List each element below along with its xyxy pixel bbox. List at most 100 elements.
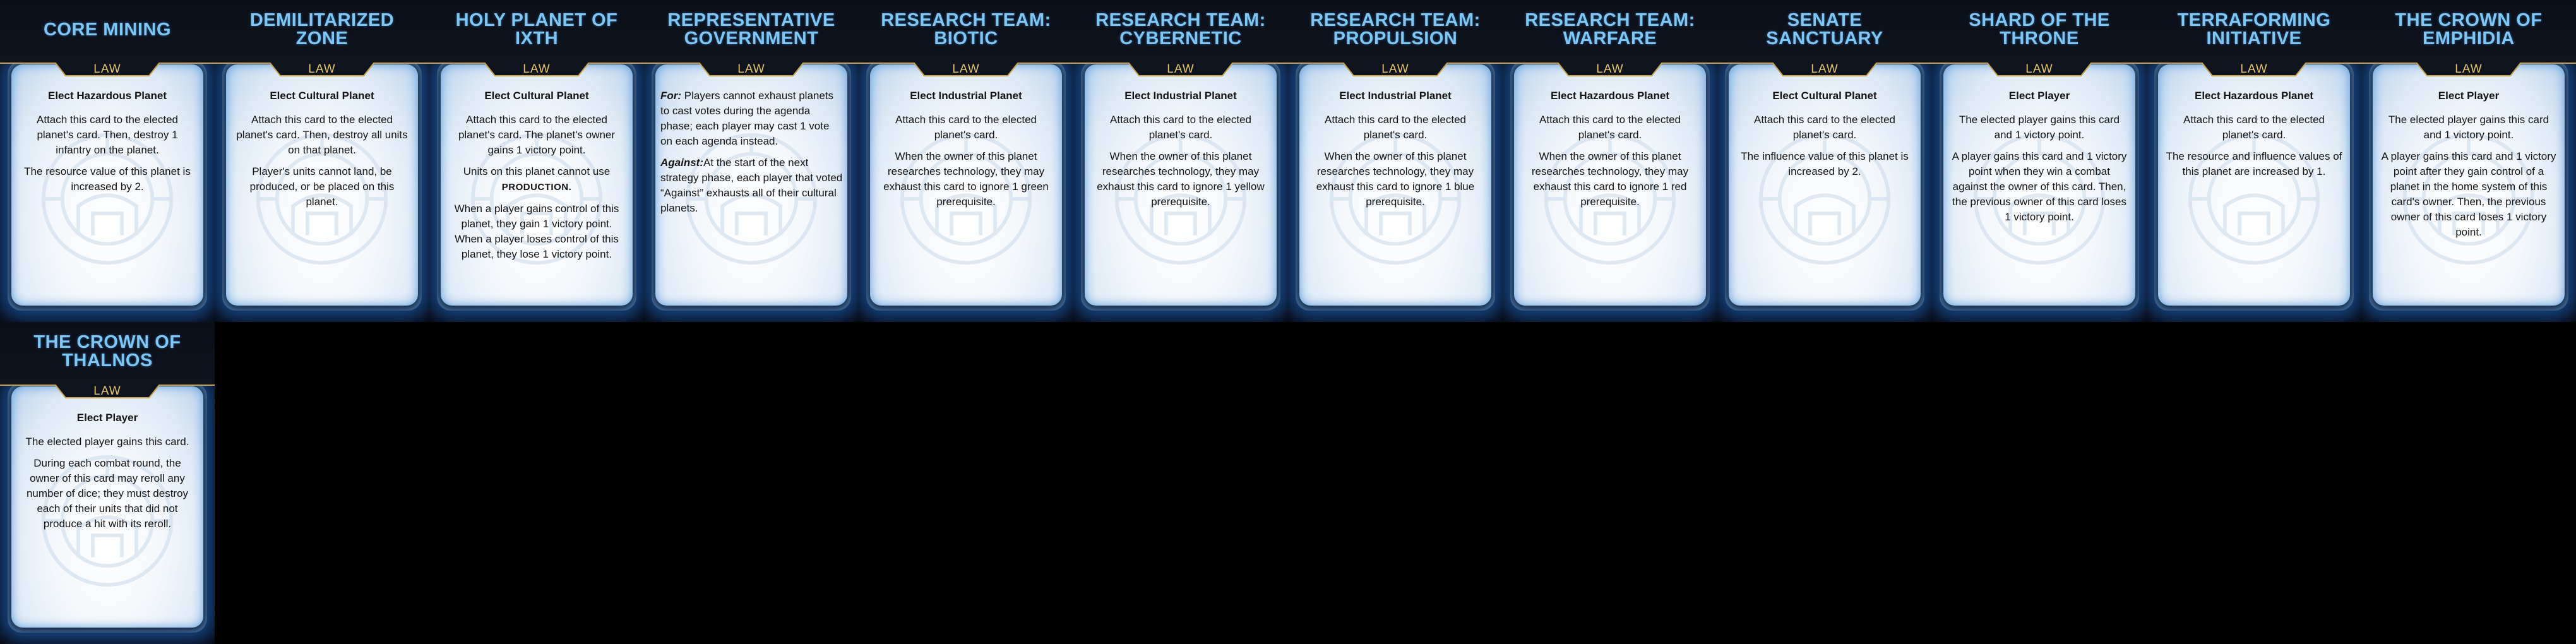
card-subtitle: Elect Hazardous Planet xyxy=(2194,90,2313,102)
card-paragraph-text: Attach this card to the elected planet's… xyxy=(1325,114,1466,141)
card-type-label: LAW xyxy=(1381,63,1409,76)
card-paragraph-text: When the owner of this planet researches… xyxy=(1316,150,1475,208)
law-banner xyxy=(215,59,429,78)
card-paragraph-text: Attach this card to the elected planet's… xyxy=(458,114,616,156)
card-paragraph: A player gains this card and 1 victory p… xyxy=(1951,149,2128,225)
law-banner xyxy=(1288,59,1503,78)
card-type-label: LAW xyxy=(93,385,121,398)
law-banner xyxy=(0,59,215,78)
card-paragraph-text: Attach this card to the elected planet's… xyxy=(2183,114,2325,141)
card-paragraph-text: When the owner of this planet researches… xyxy=(883,150,1049,208)
card-paragraph-text: Attach this card to the elected planet's… xyxy=(895,114,1037,141)
law-card: RESEARCH TEAM: WARFARE LAW Elect Hazardous… xyxy=(1503,0,1717,322)
law-banner xyxy=(644,59,859,78)
card-header: TERRAFORMING INITIATIVE xyxy=(2147,0,2361,59)
card-paragraph-text: Attach this card to the elected planet's… xyxy=(236,114,408,156)
card-paragraph-text: The resource and influence values of thi… xyxy=(2166,150,2342,177)
card-type-label: LAW xyxy=(2025,63,2053,76)
card-header: DEMILITARIZED ZONE xyxy=(215,0,429,59)
card-paragraph: The resource value of this planet is inc… xyxy=(19,164,196,194)
card-paragraph-text: The elected player gains this card and 1… xyxy=(2388,114,2549,141)
for-label: For: xyxy=(660,90,682,102)
card-paragraph-text: Attach this card to the elected planet's… xyxy=(1754,114,1895,141)
card-paragraph-text: Attach this card to the elected planet's… xyxy=(37,114,178,156)
card-paragraph: A player gains this card and 1 victory p… xyxy=(2380,149,2557,240)
keyword-production: PRODUCTION. xyxy=(501,182,572,193)
law-banner xyxy=(1717,59,1932,78)
card-paragraph: During each combat round, the owner of t… xyxy=(19,456,196,532)
card-title: CORE MINING xyxy=(43,19,172,40)
card-paragraph: Attach this card to the elected planet's… xyxy=(1522,112,1698,143)
law-banner xyxy=(1932,59,2147,78)
card-paragraph: Attach this card to the elected planet's… xyxy=(19,112,196,158)
card-paragraph-text: A player gains this card and 1 victory p… xyxy=(2381,150,2556,238)
card-type-label: LAW xyxy=(737,63,765,76)
card-title: SENATE SANCTUARY xyxy=(1766,10,1883,49)
card-paragraph-text: During each combat round, the owner of t… xyxy=(26,457,189,530)
card-header: RESEARCH TEAM: BIOTIC xyxy=(859,0,1073,59)
law-banner xyxy=(0,381,215,400)
card-paragraph-text: Attach this card to the elected planet's… xyxy=(1539,114,1681,141)
card-header: RESEARCH TEAM: WARFARE xyxy=(1503,0,1717,59)
card-header: THE CROWN OF EMPHIDIA xyxy=(2361,0,2576,59)
card-type-label: LAW xyxy=(523,63,551,76)
card-type-label: LAW xyxy=(1167,63,1195,76)
card-header: REPRESENTATIVE GOVERNMENT xyxy=(644,0,859,59)
card-subtitle: Elect Cultural Planet xyxy=(270,90,374,102)
card-title: SHARD OF THE THRONE xyxy=(1969,10,2110,49)
card-title: RESEARCH TEAM: WARFARE xyxy=(1525,10,1695,49)
against-label: Against: xyxy=(660,157,703,169)
card-paragraph: Attach this card to the elected planet's… xyxy=(1092,112,1269,143)
card-subtitle: Elect Hazardous Planet xyxy=(47,90,167,102)
card-paragraph: The elected player gains this card and 1… xyxy=(1951,112,2128,143)
card-paragraph: The elected player gains this card and 1… xyxy=(2380,112,2557,143)
card-subtitle: Elect Hazardous Planet xyxy=(1550,90,1669,102)
card-subtitle: Elect Industrial Planet xyxy=(1339,90,1452,102)
against-text: At the start of the next strategy phase,… xyxy=(660,157,843,214)
card-title: REPRESENTATIVE GOVERNMENT xyxy=(667,10,835,49)
card-header: SHARD OF THE THRONE xyxy=(1932,0,2147,59)
card-paragraph-text: The elected player gains this card. xyxy=(25,436,189,448)
card-paragraph-text: When the owner of this planet researches… xyxy=(1097,150,1265,208)
card-body: For: Players cannot exhaust planets to c… xyxy=(660,88,844,222)
card-type-label: LAW xyxy=(1596,63,1624,76)
law-card: HOLY PLANET OF IXTH LAW Elect Cultural Pla… xyxy=(429,0,644,322)
law-banner xyxy=(1073,59,1288,78)
card-paragraph: When the owner of this planet researches… xyxy=(1307,149,1484,210)
card-paragraph-text: The resource value of this planet is inc… xyxy=(24,165,191,193)
card-subtitle: Elect Player xyxy=(2008,90,2070,102)
card-header: RESEARCH TEAM: PROPULSION xyxy=(1288,0,1503,59)
card-title: THE CROWN OF THALNOS xyxy=(33,332,181,371)
law-banner xyxy=(1503,59,1717,78)
card-title: RESEARCH TEAM: PROPULSION xyxy=(1310,10,1481,49)
card-subtitle: Elect Player xyxy=(2438,90,2500,102)
card-paragraph: Attach this card to the elected planet's… xyxy=(234,112,410,158)
card-subtitle: Elect Cultural Planet xyxy=(484,90,589,102)
for-paragraph: For: Players cannot exhaust planets to c… xyxy=(660,88,844,149)
card-title: RESEARCH TEAM: BIOTIC xyxy=(881,10,1051,49)
card-paragraph-text: When the owner of this planet researches… xyxy=(1531,150,1689,208)
card-paragraph: The resource and influence values of thi… xyxy=(2166,149,2342,179)
card-paragraph-text: When a player gains control of this plan… xyxy=(454,203,619,260)
law-banner xyxy=(2147,59,2361,78)
card-header: HOLY PLANET OF IXTH xyxy=(429,0,644,59)
card-title: RESEARCH TEAM: CYBERNETIC xyxy=(1095,10,1266,49)
card-header: CORE MINING xyxy=(0,0,215,59)
card-subtitle: Elect Player xyxy=(76,412,138,424)
card-title: TERRAFORMING INITIATIVE xyxy=(2177,10,2331,49)
